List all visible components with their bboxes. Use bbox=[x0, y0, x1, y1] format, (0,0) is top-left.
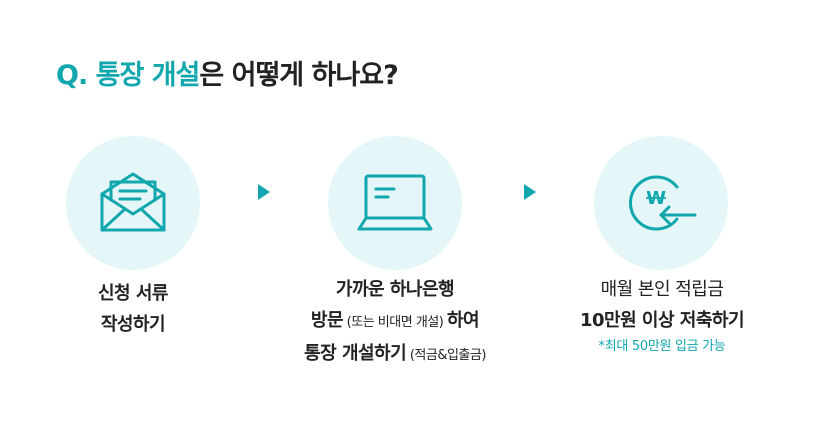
step-3-line-1: 매월 본인 적립금 bbox=[600, 279, 724, 300]
question-mark-label: Q. bbox=[56, 60, 88, 91]
step-arrow-2 bbox=[524, 184, 536, 200]
step-3-icon-circle: W bbox=[594, 136, 728, 270]
envelope-icon bbox=[100, 172, 166, 232]
won-deposit-icon: W bbox=[629, 175, 697, 231]
step-2-line-1: 가까운 하나은행 bbox=[335, 279, 455, 300]
step-1-description: 신청 서류 작성하기 bbox=[38, 278, 228, 340]
step-2-line-2: 방문 (또는 비대면 개설) 하여 bbox=[262, 305, 528, 338]
step-2-description: 가까운 하나은행 방문 (또는 비대면 개설) 하여 통장 개설하기 (적금&입… bbox=[262, 274, 528, 371]
page-title: Q. 통장 개설은 어떻게 하나요? bbox=[56, 56, 399, 96]
step-2-line-3: 통장 개설하기 (적금&입출금) bbox=[262, 338, 528, 371]
step-2-visit-note: (또는 비대면 개설) bbox=[343, 315, 447, 330]
step-1-icon-circle bbox=[66, 136, 200, 270]
step-1-line-1: 신청 서류 bbox=[97, 283, 169, 304]
title-rest: 은 어떻게 하나요? bbox=[199, 60, 398, 91]
step-2-visit-label: 방문 bbox=[310, 310, 344, 331]
title-highlight: 통장 개설 bbox=[95, 60, 201, 91]
step-3-line-2: 10만원 이상 저축하기 bbox=[579, 310, 745, 331]
laptop-icon bbox=[357, 174, 433, 231]
step-3-description: 매월 본인 적립금 10만원 이상 저축하기 *최대 50만원 입금 가능 bbox=[534, 274, 790, 358]
step-2-icon-circle bbox=[328, 136, 462, 270]
step-2-account-types-note: (적금&입출금) bbox=[406, 348, 487, 363]
step-3-note: *최대 50만원 입금 가능 bbox=[598, 339, 726, 354]
step-2-open-account-label: 통장 개설하기 bbox=[304, 343, 407, 364]
step-arrow-1 bbox=[258, 184, 270, 200]
step-1-line-2: 작성하기 bbox=[100, 314, 166, 335]
step-2-action-label: 하여 bbox=[446, 310, 480, 331]
